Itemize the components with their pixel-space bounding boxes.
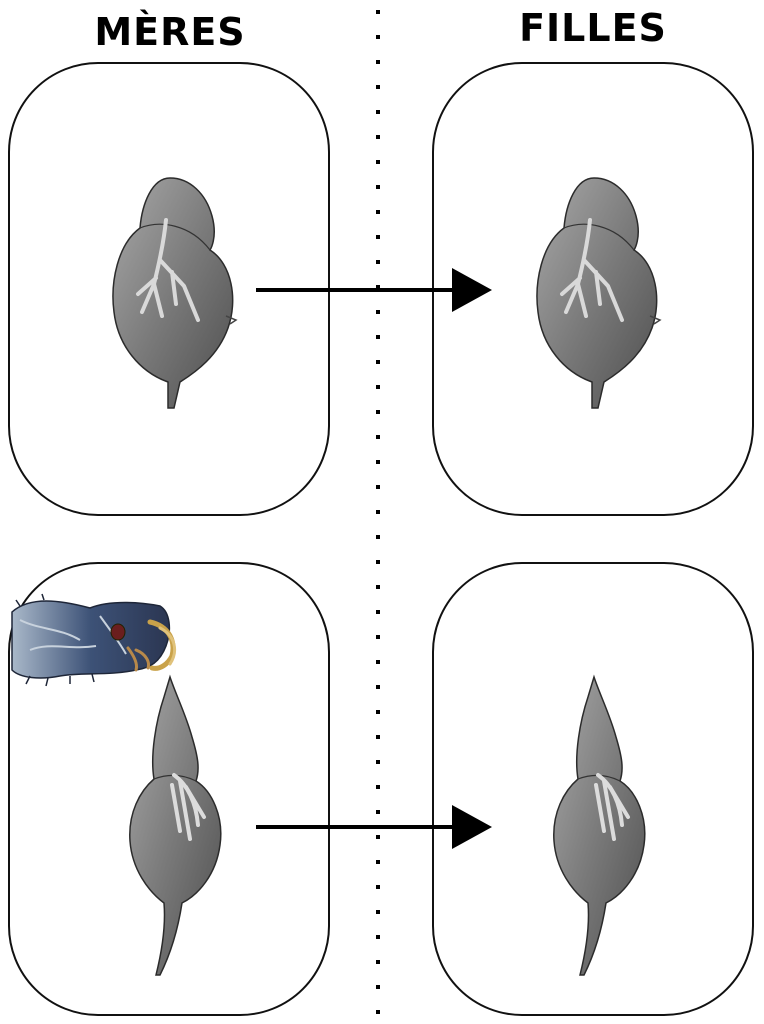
daphnia-helmeted-icon [551, 675, 647, 977]
daphnia-round-icon [111, 176, 238, 410]
heading-filles: FILLES [519, 6, 667, 50]
arrow-right-icon [256, 805, 492, 849]
predator-larva-icon [11, 593, 177, 687]
daphnia-helmeted-icon [127, 675, 223, 977]
heading-meres: MÈRES [94, 10, 246, 54]
arrow-right-icon [256, 268, 492, 312]
daphnia-round-icon [535, 176, 662, 410]
